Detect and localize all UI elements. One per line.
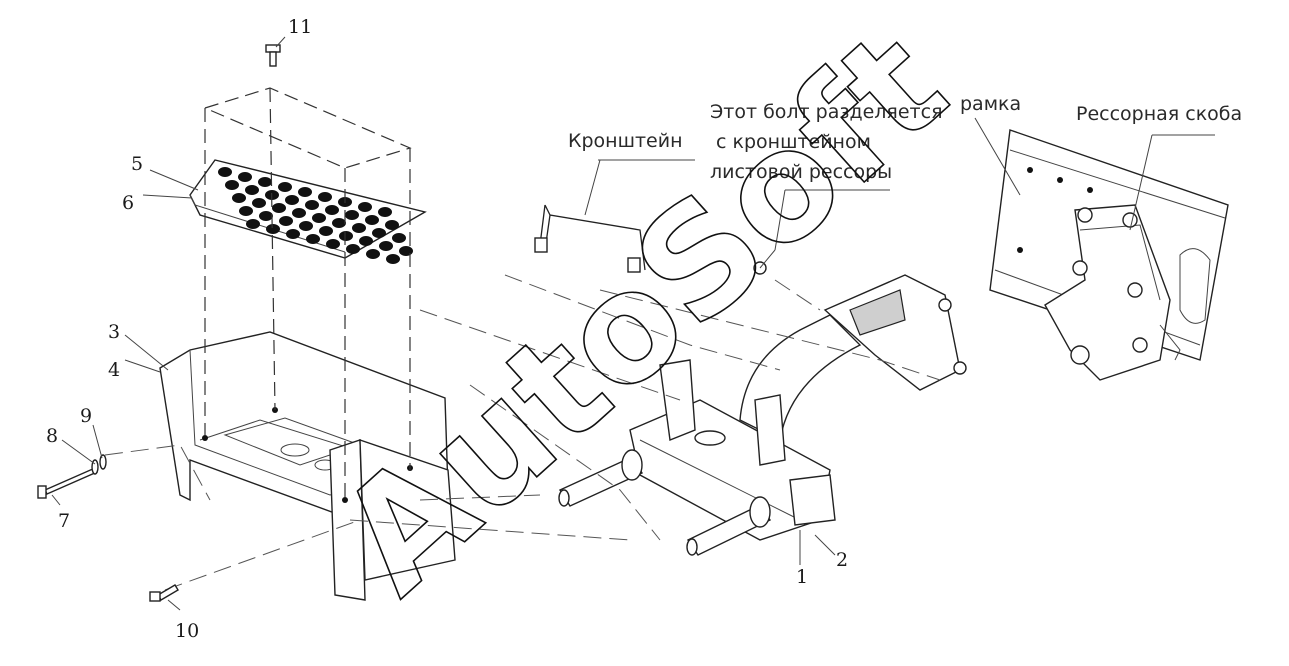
plate-hole <box>358 202 372 212</box>
plate-hole <box>399 246 413 256</box>
plate-hole <box>346 244 360 254</box>
callout-5: 5 <box>131 153 143 175</box>
plate-hole <box>339 231 353 241</box>
plate-hole <box>325 205 339 215</box>
callout-10: 10 <box>175 620 199 642</box>
annotation-labels: Кронштейн Этот болт разделяется с кроншт… <box>568 93 1242 183</box>
plate-hole <box>319 226 333 236</box>
callout-4: 4 <box>108 359 120 381</box>
plate-hole <box>252 198 266 208</box>
small-bracket <box>534 204 646 273</box>
pin-2 <box>558 449 644 507</box>
plate-hole <box>218 167 232 177</box>
label-frame: рамка <box>960 93 1021 115</box>
plate-hole <box>285 195 299 205</box>
plate-hole <box>292 208 306 218</box>
plate-hole <box>366 249 380 259</box>
callout-numbers: 1 2 3 4 5 6 7 8 9 10 11 <box>46 16 848 642</box>
plate-hole <box>225 180 239 190</box>
step-plate <box>189 159 427 264</box>
callout-8: 8 <box>46 425 58 447</box>
plate-hole <box>272 203 286 213</box>
plate-hole <box>372 228 386 238</box>
label-bolt-line1: Этот болт разделяется <box>710 101 943 123</box>
bolt-7 <box>37 467 98 499</box>
plate-hole <box>238 172 252 182</box>
plate-hole <box>332 218 346 228</box>
callout-3: 3 <box>108 321 120 343</box>
plate-hole <box>386 254 400 264</box>
label-bolt-line2: с кронштейном <box>716 131 871 153</box>
plate-hole <box>378 207 392 217</box>
plate-holes <box>218 167 413 264</box>
plate-hole <box>318 192 332 202</box>
label-spring-bracket: Рессорная скоба <box>1076 103 1242 125</box>
callout-1: 1 <box>796 566 808 588</box>
plate-hole <box>232 193 246 203</box>
callout-7: 7 <box>58 510 70 532</box>
plate-hole <box>312 213 326 223</box>
washer-9 <box>99 454 107 470</box>
plate-hole <box>365 215 379 225</box>
step-box <box>159 331 456 601</box>
callout-11: 11 <box>288 16 312 38</box>
plate-hole <box>258 177 272 187</box>
assembly-guides <box>104 87 941 591</box>
plate-hole <box>299 221 313 231</box>
plate-hole <box>392 233 406 243</box>
plate-hole <box>305 200 319 210</box>
separation-bolt <box>753 249 776 275</box>
plate-hole <box>246 219 260 229</box>
plate-hole <box>278 182 292 192</box>
plate-hole <box>266 224 280 234</box>
plate-hole <box>385 220 399 230</box>
plate-hole <box>245 185 259 195</box>
bolt-10 <box>149 584 179 602</box>
plate-hole <box>239 206 253 216</box>
callout-9: 9 <box>80 405 92 427</box>
plate-hole <box>259 211 273 221</box>
label-bolt-line3: листовой рессоры <box>710 161 892 183</box>
leader-lines <box>51 36 1215 611</box>
bolt-11 <box>265 44 281 67</box>
plate-hole <box>345 210 359 220</box>
step-bracket-assembly <box>629 274 967 541</box>
callout-2: 2 <box>836 549 848 571</box>
label-bracket: Кронштейн <box>568 130 683 152</box>
plate-hole <box>279 216 293 226</box>
plate-hole <box>286 229 300 239</box>
plate-hole <box>352 223 366 233</box>
callout-6: 6 <box>122 192 134 214</box>
spring-bracket <box>1044 204 1181 381</box>
plate-hole <box>359 236 373 246</box>
plate-hole <box>306 234 320 244</box>
plate-hole <box>379 241 393 251</box>
plate-hole <box>298 187 312 197</box>
plate-hole <box>326 239 340 249</box>
pin-1 <box>686 496 772 556</box>
